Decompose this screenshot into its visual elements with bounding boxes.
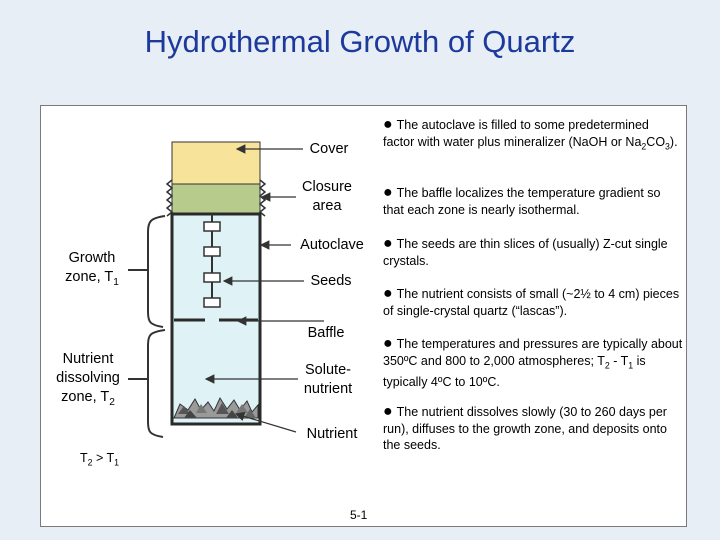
closure-area <box>171 183 261 215</box>
autoclave-label: Autoclave <box>300 237 364 253</box>
temperature-relation: T2 > T1 <box>80 451 120 468</box>
growth-zone-bracket <box>147 215 166 328</box>
note-temperature-pressure: ●The temperatures and pressures are typi… <box>383 335 683 389</box>
seed-plate <box>203 221 221 232</box>
note-dissolution: ●The nutrient dissolves slowly (30 to 26… <box>383 403 667 452</box>
note-nutrient-pieces: ●The nutrient consists of small (~2½ to … <box>383 285 680 318</box>
dissolving-zone-bracket <box>147 329 166 438</box>
note-seeds: ●The seeds are thin slices of (usually) … <box>383 235 668 268</box>
nutrient-arrow <box>234 411 297 433</box>
seed-plate <box>203 297 221 308</box>
seeds-label: Seeds <box>310 273 352 289</box>
seed-plate <box>203 272 221 283</box>
note-filling: ●The autoclave is filled to some predete… <box>383 116 678 151</box>
closure-seal-left <box>165 179 174 217</box>
baffle-label: Baffle <box>307 325 345 341</box>
slide-title: Hydrothermal Growth of Quartz <box>144 24 576 59</box>
autoclave-cover <box>171 141 261 185</box>
nutrient-label: Nutrient <box>306 426 358 442</box>
note-baffle: ●The baffle localizes the temperature gr… <box>383 184 661 217</box>
page-number: 5-1 <box>350 508 368 522</box>
solute-nutrient-label: Solute-nutrient <box>303 362 353 397</box>
seed-plate <box>203 246 221 257</box>
closure-seal-right <box>258 179 267 217</box>
cover-label: Cover <box>309 141 349 157</box>
